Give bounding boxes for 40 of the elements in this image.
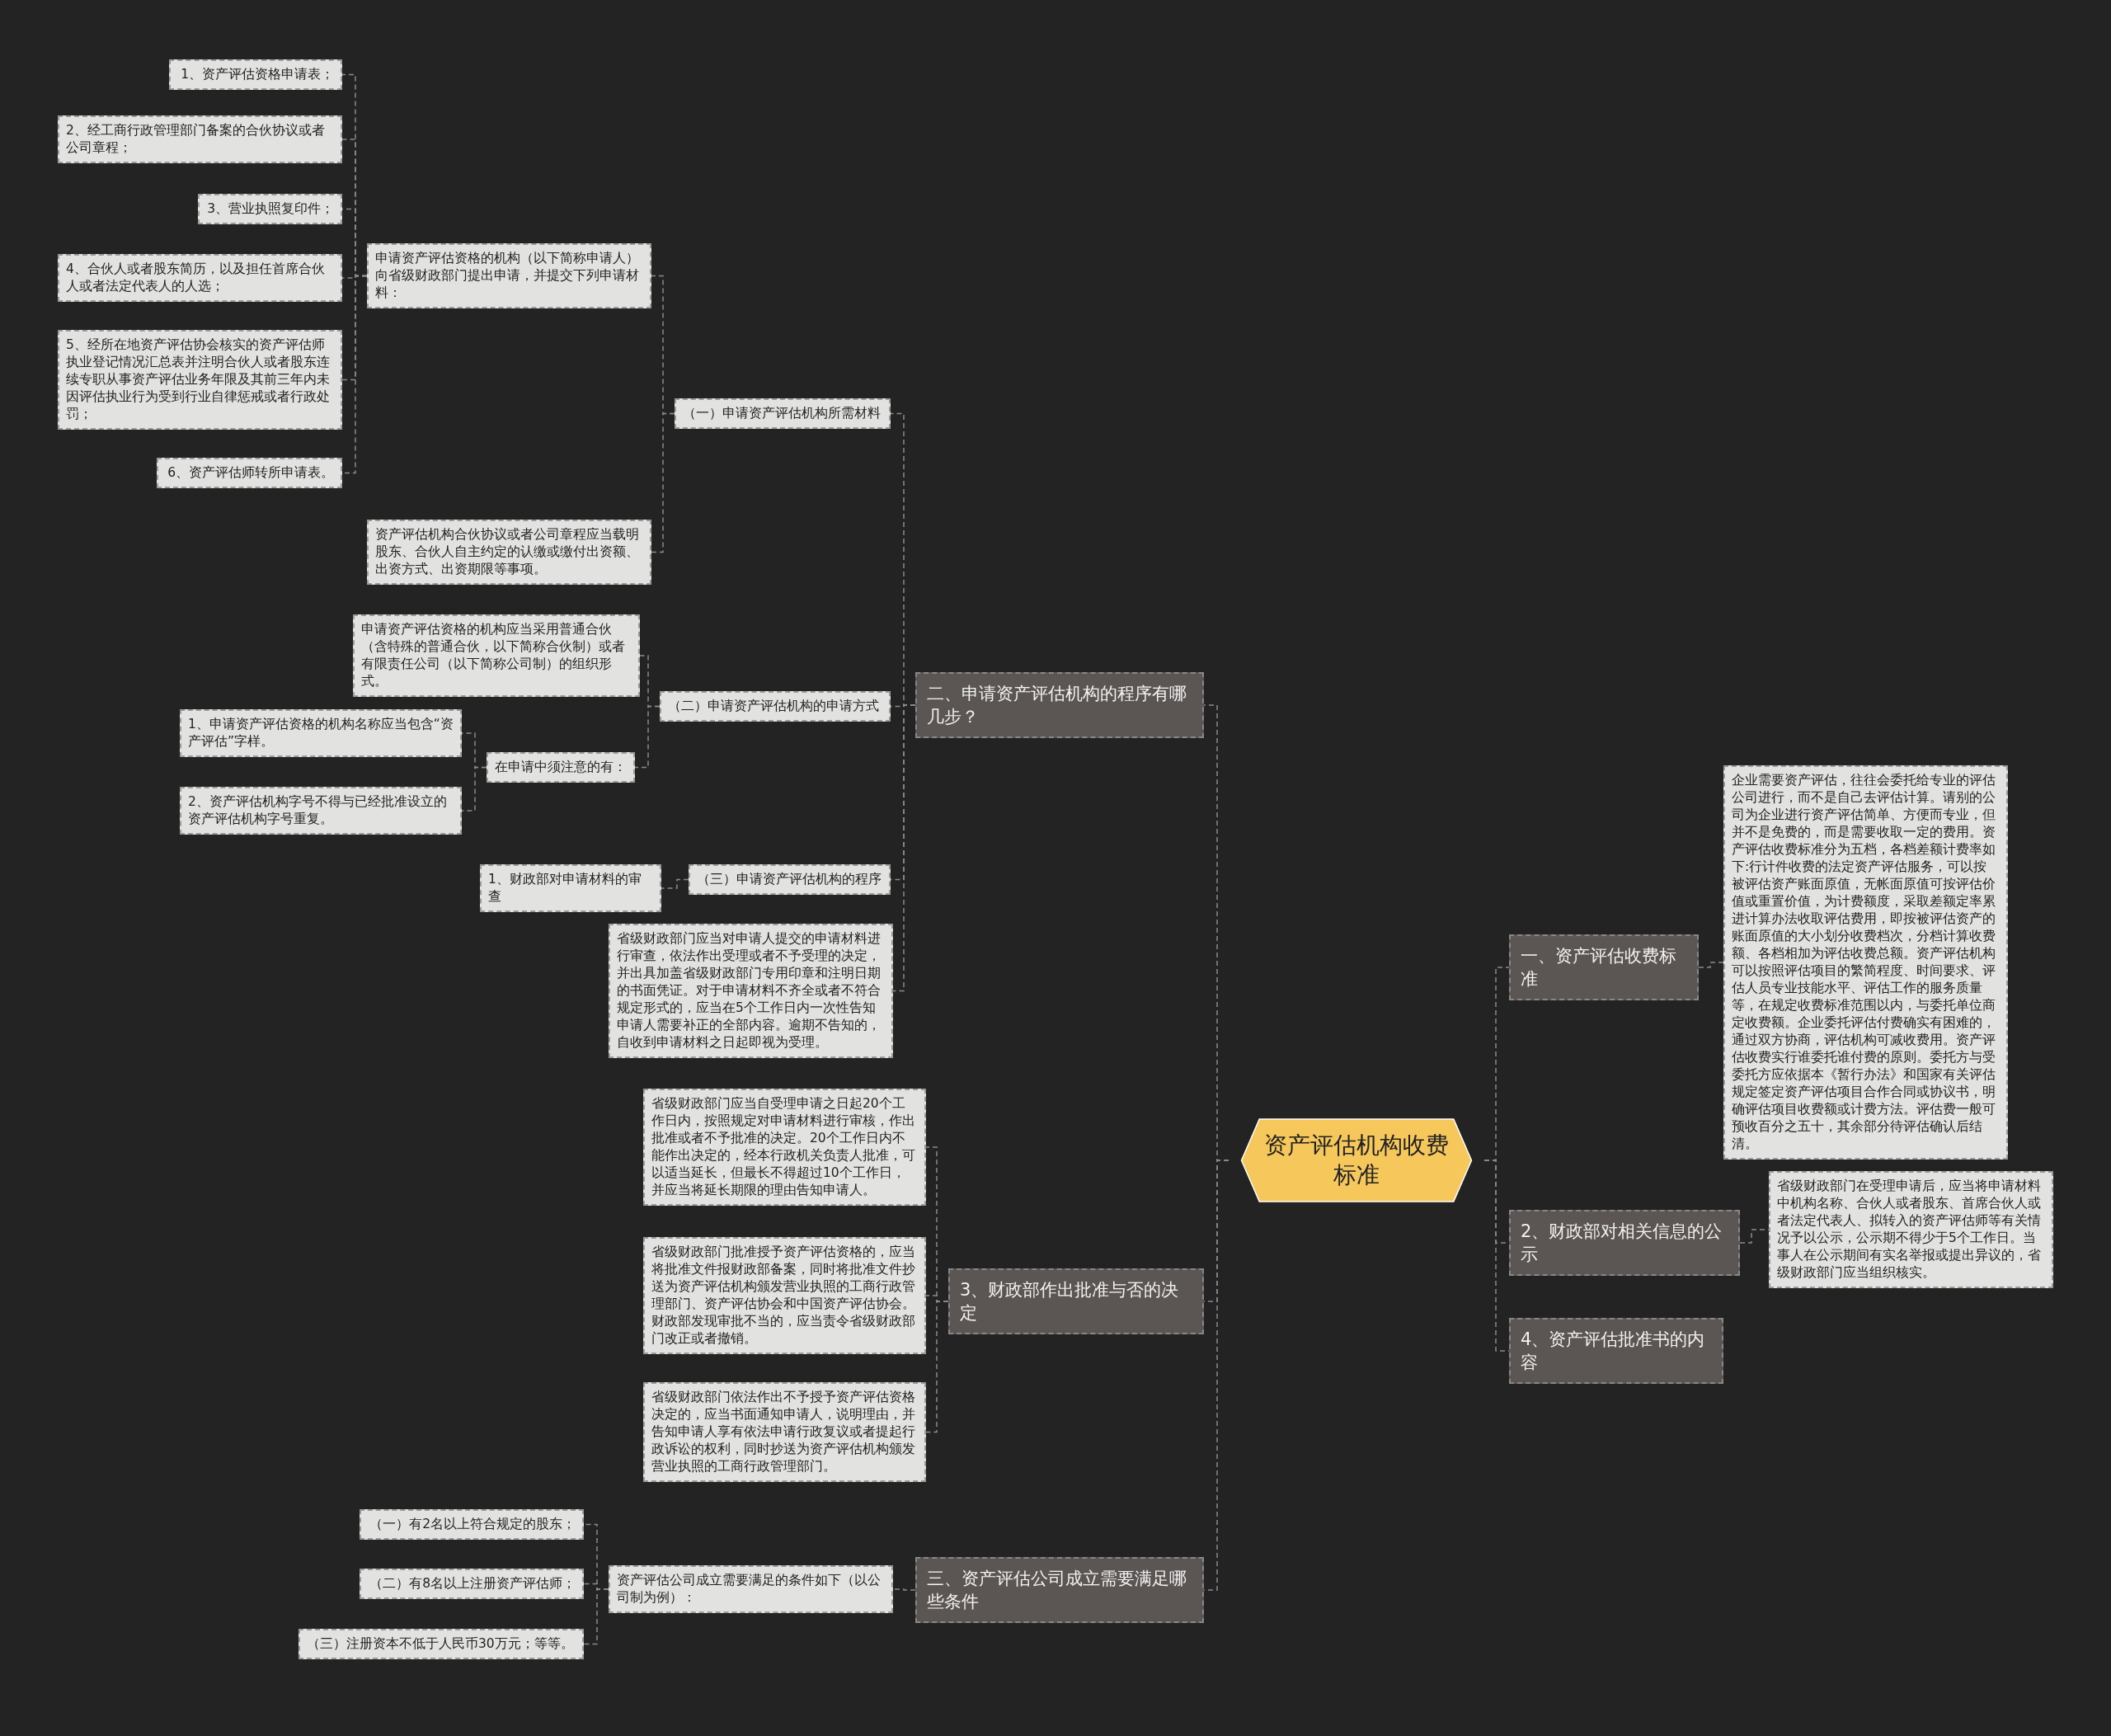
text-box: 申请资产评估资格的机构（以下简称申请人）向省级财政部门提出申请，并提交下列申请材料： [367, 243, 651, 308]
text-box: 1、资产评估资格申请表； [169, 59, 342, 90]
text-box: 5、经所在地资产评估协会核实的资产评估师执业登记情况汇总表并注明合伙人或者股东连续专职从事资产评估业务年限及其前三年内未因评估执业行为受到行业自律惩戒或者行政处罚； [58, 330, 342, 430]
connector-line [651, 412, 675, 553]
topic-box: 2、财政部对相关信息的公示 [1509, 1210, 1740, 1276]
connector-line [1698, 962, 1724, 968]
text-box: 6、资产评估师转所申请表。 [157, 458, 342, 488]
text-box: 省级财政部门依法作出不予授予资产评估资格决定的，应当书面通知申请人，说明理由，并告知申请人享有依法申请行政复议或者提起行政诉讼的权利，同时抄送为资产评估机构颁发营业执照的工商行政管理部门。 [643, 1382, 926, 1482]
text-box: 在申请中须注意的有： [487, 752, 635, 783]
connector-line [892, 1588, 916, 1591]
text-box: 1、财政部对申请材料的审查 [480, 864, 661, 912]
text-box: （二）有8名以上注册资产评估师； [360, 1569, 584, 1599]
text-box: （三）申请资产评估机构的程序 [689, 864, 891, 895]
connector-line [634, 705, 661, 769]
topic-box: 三、资产评估公司成立需要满足哪些条件 [915, 1557, 1204, 1623]
topic-box: 3、财政部作出批准与否的决定 [948, 1268, 1204, 1334]
text-box: 省级财政部门在受理申请后，应当将申请材料中机构名称、合伙人或者股东、首席合伙人或者法定代表人、拟转入的资产评估师等有关情况予以公示，公示期不得少于5个工作日。当事人在公示期间有实名举报或提出异议的，省级财政部门应当组织核实。 [1769, 1171, 2053, 1288]
connector-line [461, 766, 487, 812]
text-box: 4、合伙人或者股东简历，以及担任首席合伙人或者法定代表人的人选； [58, 254, 342, 302]
connector-line [583, 1588, 609, 1645]
text-box: 省级财政部门应当对申请人提交的申请材料进行审查，依法作出受理或者不予受理的决定，并出具加盖省级财政部门专用印章和注明日期的书面凭证。对于申请材料不齐全或者不符合规定形式的，应当在5个工作日内一次性告知申请人需要补正的全部内容。逾期不告知的，自收到申请材料之日起即视为受理。 [609, 924, 893, 1058]
text-box: （一）有2名以上符合规定的股东； [360, 1509, 584, 1540]
text-box: 资产评估机构合伙协议或者公司章程应当载明股东、合伙人自主约定的认缴或缴付出资额、出资方式、出资期限等事项。 [367, 520, 651, 585]
text-box: 申请资产评估资格的机构应当采用普通合伙（含特殊的普通合伙，以下简称合伙制）或者有限责任公司（以下简称公司制）的组织形式。 [353, 614, 640, 697]
text-box: （三）注册资本不低于人民币30万元；等等。 [299, 1629, 584, 1659]
topic-box: 一、资产评估收费标准 [1509, 934, 1699, 1000]
text-box: 企业需要资产评估，往往会委托给专业的评估公司进行，而不是自己去评估计算。请别的公司为企业进行资产评估简单、方便而专业，但并不是免费的，而是需要收取一定的费用。资产评估收费标准分为五档，各档差额计费率如下:行计件收费的法定资产评估服务，可以按被评估资产账面原值，无帐面原值可按评估价值或重置价值，为计费额度，采取差额定率累进计算办法收取评估费用，即按被评估资产的账面原值的大小划分收费档次，分档计算收费额、各档相加为评估收费总额。资产评估机构可以按照评估项目的繁简程度、时间要求、评估人员专业技能水平、评估工作的服务质量等，在规定收费标准范围以内，与委托单位商定收费额。企业委托评估付费确实有困难的，通过双方协商，评估机构可减收费用。资产评估收费实行谁委托谁付费的原则。委托方与受委托方应依据本《暂行办法》和国家有关评估规定签定资产评估项目合作合同或协议书，明确评估项目收费额或计费方法。评估费一般可预收百分之五十，其余部分待评估确认后结清。 [1723, 765, 2008, 1160]
text-box: （二）申请资产评估机构的申请方式 [660, 691, 891, 722]
text-box: 3、营业执照复印件； [198, 194, 342, 224]
connector-line [661, 878, 689, 889]
text-box: 2、经工商行政管理部门备案的合伙协议或者公司章程； [58, 115, 342, 163]
text-box: 资产评估公司成立需要满足的条件如下（以公司制为例）： [609, 1565, 893, 1613]
text-box: 省级财政部门批准授予资产评估资格的，应当将批准文件报财政部备案，同时将批准文件抄送为资产评估机构颁发营业执照的工商行政管理部门、资产评估协会和中国资产评估协会。财政部发现审批不当的，应当责令省级财政部门改正或者撤销。 [643, 1237, 926, 1354]
text-box: 1、申请资产评估资格的机构名称应当包含“资产评估”字样。 [180, 709, 462, 757]
topic-box: 二、申请资产评估机构的程序有哪几步？ [915, 672, 1204, 738]
text-box: 2、资产评估机构字号不得与已经批准设立的资产评估机构字号重复。 [180, 787, 462, 835]
text-box: （一）申请资产评估机构所需材料 [675, 398, 891, 429]
topic-box: 4、资产评估批准书的内容 [1509, 1318, 1723, 1384]
connector-line [925, 1301, 949, 1433]
text-box: 省级财政部门应当自受理申请之日起20个工作日内，按照规定对申请材料进行审核，作出批准或者不予批准的决定。20个工作日内不能作出决定的，经本行政机关负责人批准，可以适当延长，但最长不得超过10个工作日，并应当将延长期限的理由告知申请人。 [643, 1089, 926, 1206]
